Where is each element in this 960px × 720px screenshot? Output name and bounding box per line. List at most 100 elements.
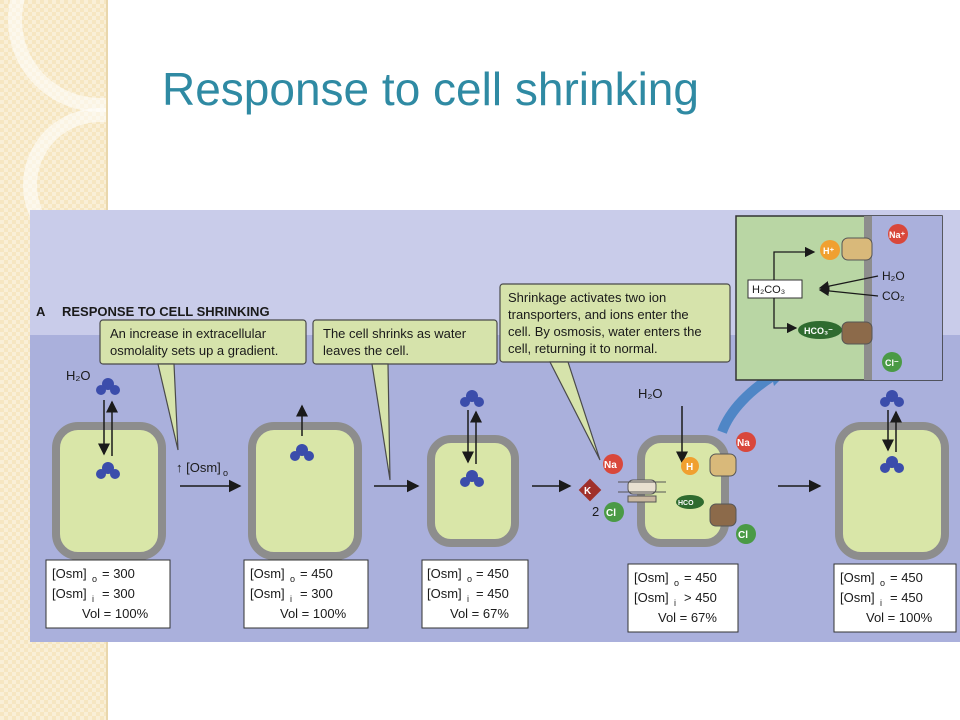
svg-text:i: i	[674, 598, 676, 608]
ion-hco3: HCO	[676, 495, 704, 509]
callout-line: An increase in extracellular	[110, 326, 267, 341]
cell-stage-1	[52, 422, 166, 560]
water-molecule	[460, 390, 484, 407]
inset-h: H⁺	[823, 246, 834, 256]
inset-h2co3: H₂CO₃	[752, 284, 785, 296]
stage-osm-i: > 450	[684, 590, 717, 605]
water-molecules	[96, 378, 904, 487]
callout-transporters: Shrinkage activates two ion transporters…	[499, 283, 731, 461]
stage-osm-i: = 450	[476, 586, 509, 601]
decorative-arcs	[8, 0, 106, 230]
water-flux-arrows	[98, 400, 902, 464]
panel-letter: A	[36, 304, 46, 319]
svg-text:Cl: Cl	[606, 508, 616, 519]
svg-text:Na: Na	[737, 438, 750, 449]
callout-line: cell. By osmosis, water enters the	[508, 324, 702, 339]
callout-line: transporters, and ions enter the	[508, 307, 689, 322]
inset-cl: Cl⁻	[885, 358, 899, 368]
stage-vol: Vol = 67%	[450, 606, 509, 621]
callout-line: The cell shrinks as water	[323, 326, 467, 341]
svg-text:[Osm]: [Osm]	[427, 566, 462, 581]
stage-osm-o: = 450	[476, 566, 509, 581]
svg-text:K: K	[584, 486, 592, 497]
svg-text:Cl: Cl	[738, 530, 748, 541]
stage-osm-o: = 300	[102, 566, 135, 581]
svg-text:[Osm]: [Osm]	[52, 586, 87, 601]
svg-text:o: o	[290, 574, 295, 584]
ion-cl-right: Cl	[736, 524, 756, 544]
inset-na: Na⁺	[889, 230, 906, 240]
transporter-nhe	[709, 453, 737, 477]
callout-line: osmolality sets up a gradient.	[110, 343, 278, 358]
svg-text:[Osm]: [Osm]	[250, 586, 285, 601]
stage-box-5: [Osm] o = 450 [Osm] i = 450 Vol = 100%	[833, 563, 957, 633]
svg-text:o: o	[674, 578, 679, 588]
stage-vol: Vol = 100%	[280, 606, 347, 621]
svg-text:HCO: HCO	[678, 500, 694, 507]
svg-text:H: H	[686, 462, 693, 473]
stage-box-2: [Osm] o = 450 [Osm] i = 300 Vol = 100%	[243, 559, 369, 629]
svg-text:Na: Na	[604, 460, 617, 471]
svg-text:[Osm]: [Osm]	[52, 566, 87, 581]
ion-k: K	[578, 478, 602, 502]
stage-vol: Vol = 100%	[82, 606, 149, 621]
callout-shrink: The cell shrinks as water leaves the cel…	[312, 319, 498, 481]
ion-stoich: 2	[592, 504, 599, 519]
water-molecule	[96, 378, 120, 395]
stage-osm-o: = 450	[684, 570, 717, 585]
osm-increase-label: ↑ [Osm]	[176, 460, 221, 475]
inset-co2: CO₂	[882, 289, 905, 303]
svg-text:[Osm]: [Osm]	[427, 586, 462, 601]
svg-text:[Osm]: [Osm]	[250, 566, 285, 581]
svg-text:i: i	[880, 598, 882, 608]
callout-line: Shrinkage activates two ion	[508, 290, 666, 305]
stage-osm-i: = 450	[890, 590, 923, 605]
water-molecule	[290, 444, 314, 461]
svg-text:o: o	[880, 578, 885, 588]
cell-stage-2	[248, 422, 362, 560]
callout-gradient: An increase in extracellular osmolality …	[99, 319, 307, 451]
stage-osm-i: = 300	[300, 586, 333, 601]
transporter-nkcc	[618, 479, 666, 503]
cell-shrinking-figure: A RESPONSE TO CELL SHRINKING An increase…	[30, 210, 960, 642]
ion-na-right: Na	[736, 432, 756, 452]
stage-osm-i: = 300	[102, 586, 135, 601]
svg-text:[Osm]: [Osm]	[634, 590, 669, 605]
ion-na-left: Na	[603, 454, 623, 474]
svg-text:i: i	[290, 594, 292, 604]
cell-stage-5	[835, 422, 949, 560]
inset-panel: H₂CO₃ H₂O CO₂ H⁺ HCO₃⁻ Na⁺ Cl⁻	[735, 215, 943, 381]
water-label: H₂O	[638, 386, 663, 401]
water-molecule	[880, 390, 904, 407]
figure-svg: A RESPONSE TO CELL SHRINKING An increase…	[30, 210, 960, 642]
stage-osm-o: = 450	[890, 570, 923, 585]
water-molecule	[460, 470, 484, 487]
ion-cl-left: Cl	[604, 502, 624, 522]
water-molecule	[96, 462, 120, 479]
svg-text:o: o	[467, 574, 472, 584]
inset-h2o: H₂O	[882, 269, 905, 283]
stage-vol: Vol = 67%	[658, 610, 717, 625]
water-molecule	[880, 456, 904, 473]
ion-h: H	[681, 457, 699, 475]
svg-text:[Osm]: [Osm]	[840, 570, 875, 585]
callout-line: leaves the cell.	[323, 343, 409, 358]
inset-hco3: HCO₃⁻	[804, 326, 833, 336]
figure-header: RESPONSE TO CELL SHRINKING	[62, 304, 270, 319]
slide-title: Response to cell shrinking	[162, 63, 699, 115]
svg-text:[Osm]: [Osm]	[840, 590, 875, 605]
svg-text:i: i	[92, 594, 94, 604]
svg-text:o: o	[92, 574, 97, 584]
svg-text:[Osm]: [Osm]	[634, 570, 669, 585]
stage-box-1: [Osm] o = 300 [Osm] i = 300 Vol = 100%	[45, 559, 171, 629]
water-label: H₂O	[66, 368, 91, 383]
callout-line: cell, returning it to normal.	[508, 341, 658, 356]
stage-box-3: [Osm] o = 450 [Osm] i = 450 Vol = 67%	[421, 559, 529, 629]
stage-box-4: [Osm] o = 450 [Osm] i > 450 Vol = 67%	[627, 563, 739, 633]
osm-increase-sub: o	[223, 468, 228, 478]
stage-osm-o: = 450	[300, 566, 333, 581]
cell-stage-3	[427, 435, 519, 547]
stage-vol: Vol = 100%	[866, 610, 933, 625]
transporter-ae	[709, 503, 737, 527]
svg-text:i: i	[467, 594, 469, 604]
